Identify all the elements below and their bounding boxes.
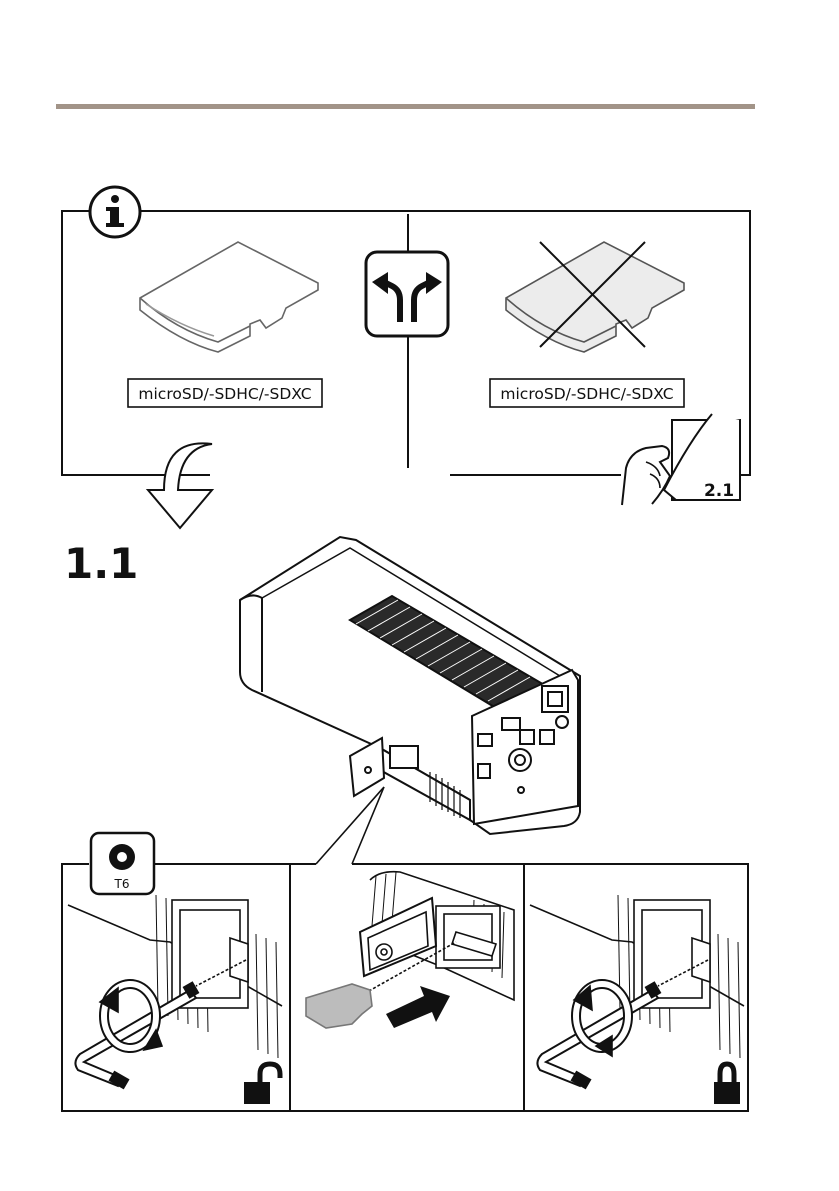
supported-card-label-box: microSD/-SDHC/-SDXC bbox=[128, 379, 322, 407]
tool-label: T6 bbox=[114, 877, 130, 891]
page-turn-icon: 2.1 bbox=[622, 414, 740, 505]
panel-tighten bbox=[530, 895, 744, 1088]
microsd-card-supported bbox=[140, 242, 318, 352]
unsupported-card-label: microSD/-SDHC/-SDXC bbox=[500, 385, 673, 403]
panel-unscrew bbox=[68, 895, 282, 1088]
locked-padlock-icon bbox=[714, 1064, 740, 1104]
microsd-card-unsupported bbox=[506, 242, 684, 352]
callout-lines bbox=[316, 787, 384, 864]
supported-card-label: microSD/-SDHC/-SDXC bbox=[138, 385, 311, 403]
info-icon bbox=[90, 187, 140, 237]
step-number: 1.1 bbox=[64, 539, 138, 588]
continue-arrow-icon bbox=[148, 443, 212, 528]
unlocked-padlock-icon bbox=[244, 1064, 280, 1104]
page-ref-label: 2.1 bbox=[704, 481, 734, 501]
torx-icon: T6 bbox=[91, 833, 154, 894]
unsupported-card-label-box: microSD/-SDHC/-SDXC bbox=[490, 379, 684, 407]
split-arrow-icon bbox=[366, 252, 448, 336]
header-rule bbox=[56, 104, 755, 109]
panel-insert-card bbox=[306, 872, 514, 1028]
camera-illustration bbox=[240, 537, 580, 834]
